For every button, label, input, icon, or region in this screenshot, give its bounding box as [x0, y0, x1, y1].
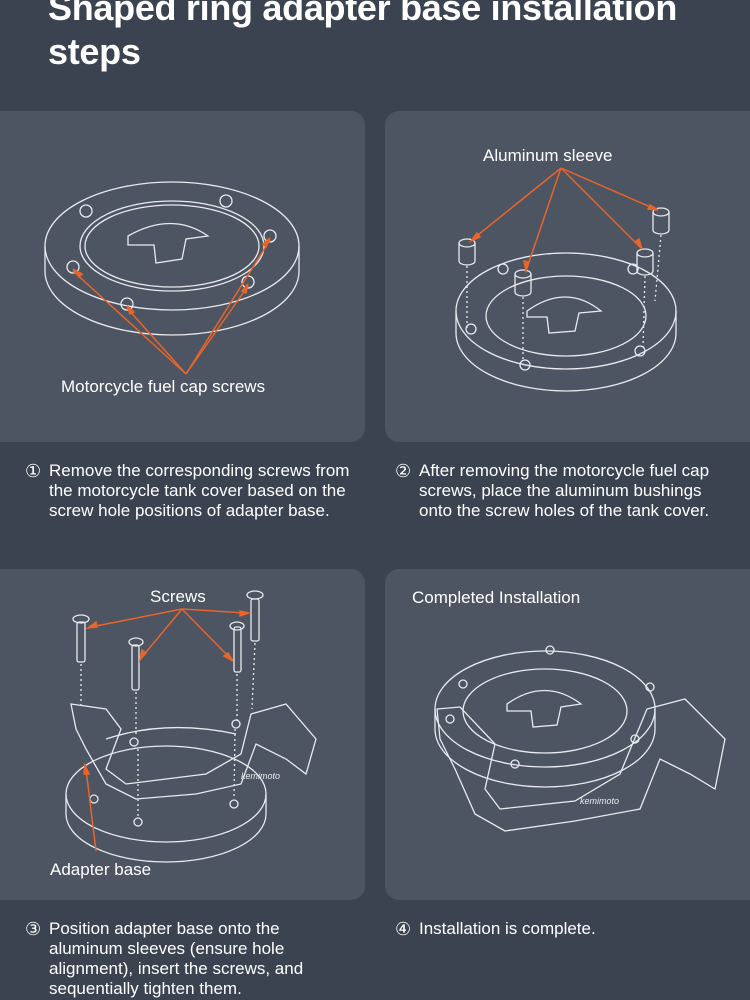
- step-4-illustration: kemimoto Completed Installation: [385, 569, 750, 900]
- step-1-description: Remove the corresponding screws from the…: [49, 461, 350, 520]
- page-title: Shaped ring adapter base installation st…: [48, 0, 678, 72]
- step-3-description: Position adapter base onto the aluminum …: [49, 919, 304, 998]
- adapter-base-label: Adapter base: [50, 860, 152, 879]
- step-1-number: ①: [25, 461, 42, 481]
- aluminum-sleeve-label: Aluminum sleeve: [483, 146, 613, 165]
- fuel-cap-ring-drawing: [44, 181, 300, 375]
- fuel-cap-screws-label: Motorcycle fuel cap screws: [61, 377, 266, 396]
- adapter-base-screws-drawing: kemimoto: [65, 590, 317, 863]
- step-2-illustration: Aluminum sleeve: [385, 111, 750, 442]
- aluminum-sleeve-drawing: [455, 167, 677, 392]
- brand-logo: kemimoto: [580, 796, 619, 806]
- step-1-illustration: Motorcycle fuel cap screws: [0, 111, 365, 442]
- brand-logo: kemimoto: [241, 771, 280, 781]
- step-3-number: ③: [25, 919, 42, 939]
- completed-installation-drawing: kemimoto: [434, 645, 726, 832]
- step-2-description: After removing the motorcycle fuel cap s…: [419, 461, 710, 520]
- step-3-illustration: kemimoto Screws Adapter base: [0, 569, 365, 900]
- step-2-number: ②: [395, 461, 412, 481]
- screws-label: Screws: [150, 587, 206, 606]
- step-4-description: Installation is complete.: [419, 919, 596, 938]
- completed-installation-label: Completed Installation: [412, 588, 581, 607]
- step-4-number: ④: [395, 919, 412, 939]
